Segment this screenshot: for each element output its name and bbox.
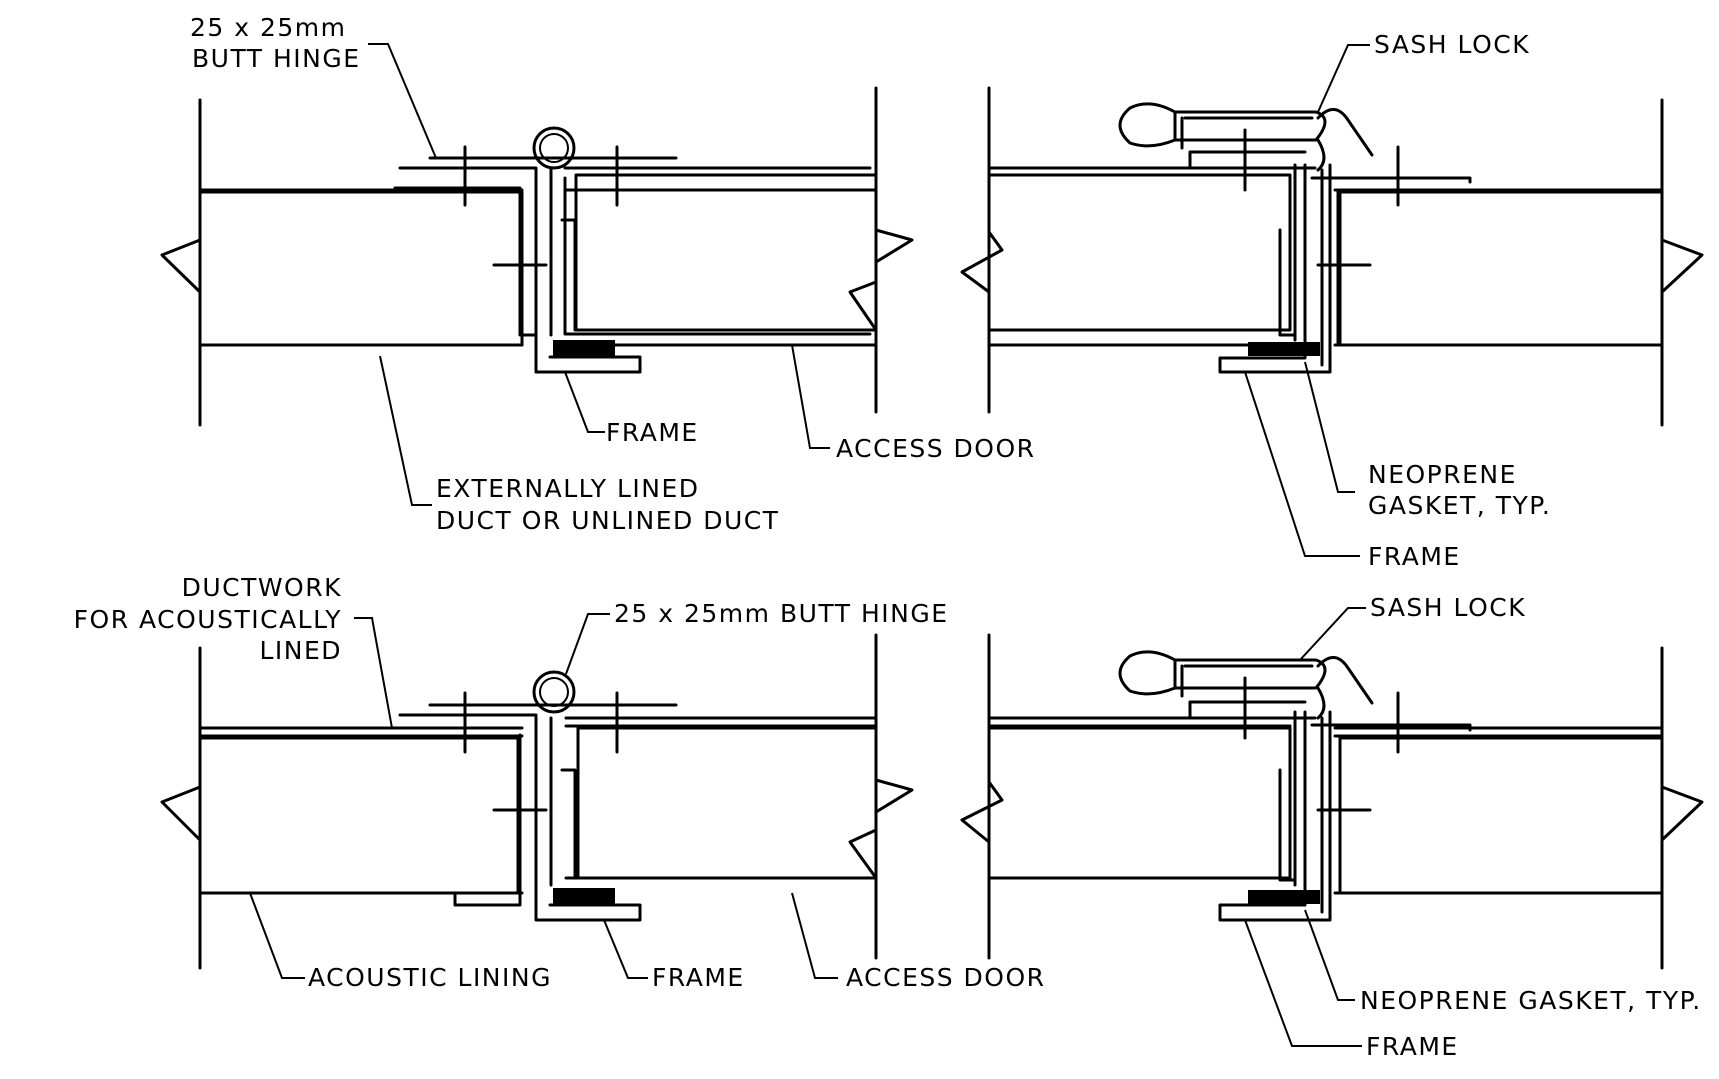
label-access-door: ACCESS DOOR bbox=[836, 434, 1036, 463]
label-duct-line2: DUCT OR UNLINED DUCT bbox=[436, 506, 780, 535]
label-frame: FRAME bbox=[652, 963, 745, 992]
label-access-door: ACCESS DOOR bbox=[846, 963, 1046, 992]
gasket-block bbox=[1248, 342, 1320, 356]
duct-insulation-left bbox=[160, 190, 524, 347]
label-duct-line1: EXTERNALLY LINED bbox=[436, 474, 700, 503]
door-insulation bbox=[576, 726, 914, 880]
hinge-knuckle bbox=[532, 670, 576, 714]
label-ductwork-line2: FOR ACOUSTICALLY bbox=[74, 605, 342, 634]
duct-insulation-right bbox=[1338, 736, 1704, 895]
label-sash-lock: SASH LOCK bbox=[1370, 593, 1526, 622]
label-gasket: NEOPRENE GASKET, TYP. bbox=[1360, 986, 1702, 1015]
gasket-block bbox=[1248, 890, 1320, 904]
door-insulation bbox=[960, 173, 1292, 332]
label-gasket-line2: GASKET, TYP. bbox=[1368, 491, 1551, 520]
label-ductwork-line1: DUCTWORK bbox=[182, 573, 342, 602]
duct-insulation-right bbox=[1338, 190, 1704, 347]
hinge-knuckle bbox=[532, 126, 576, 170]
label-ductwork-line3: LINED bbox=[259, 636, 342, 665]
duct-insulation-left bbox=[160, 736, 520, 895]
door-insulation bbox=[574, 173, 914, 332]
gasket-block bbox=[553, 888, 615, 904]
sash-lock bbox=[1118, 650, 1374, 720]
sash-lock bbox=[1118, 102, 1374, 172]
door-insulation bbox=[960, 726, 1292, 880]
detail-sash-lock-external-lining: SASH LOCK NEOPRENE GASKET, TYP. FRAME bbox=[960, 30, 1704, 571]
label-gasket-line1: NEOPRENE bbox=[1368, 460, 1517, 489]
detail-hinge-external-lining: 25 x 25mm BUTT HINGE FRAME ACCESS DOOR E… bbox=[160, 13, 1036, 535]
label-frame: FRAME bbox=[606, 418, 699, 447]
label-butt-hinge: 25 x 25mm BUTT HINGE bbox=[614, 599, 949, 628]
gasket-block bbox=[553, 340, 615, 356]
label-sash-lock: SASH LOCK bbox=[1374, 30, 1530, 59]
label-frame: FRAME bbox=[1368, 542, 1461, 571]
detail-hinge-acoustic-lining: DUCTWORK FOR ACOUSTICALLY LINED 25 x 25m… bbox=[74, 573, 1046, 992]
label-acoustic-lining: ACOUSTIC LINING bbox=[308, 963, 552, 992]
label-frame: FRAME bbox=[1366, 1032, 1459, 1061]
label-hinge-line1: 25 x 25mm bbox=[190, 13, 347, 42]
detail-sash-lock-acoustic-lining: SASH LOCK NEOPRENE GASKET, TYP. FRAME bbox=[960, 593, 1704, 1061]
label-hinge-line2: BUTT HINGE bbox=[192, 44, 361, 73]
